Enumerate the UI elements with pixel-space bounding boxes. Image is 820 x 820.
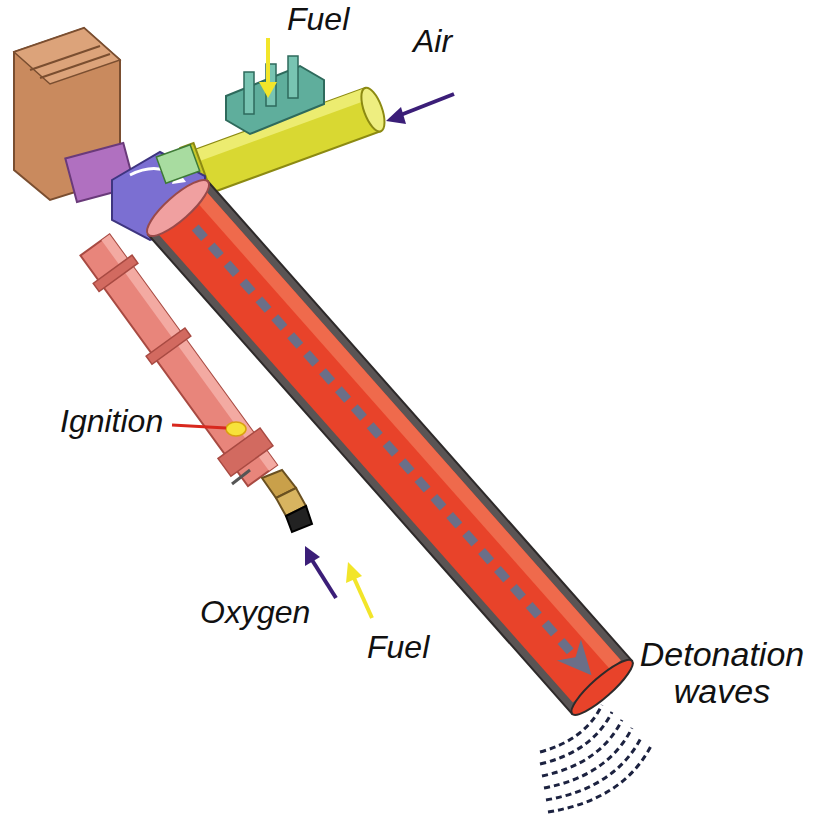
detonation-waves (540, 705, 652, 812)
motor (14, 28, 135, 202)
part-label: Detonation waves (628, 636, 816, 711)
fuel-injector (226, 56, 324, 134)
detonation-tube (140, 173, 639, 722)
part-label: Fuel (287, 2, 349, 37)
part-label: Ignition (60, 404, 163, 439)
ignition-spark (226, 422, 246, 436)
part-label: Air (413, 24, 452, 59)
leader-line (172, 425, 226, 428)
flow-arrows (259, 38, 454, 618)
part-label: Fuel (367, 630, 429, 665)
inlet-fitting (232, 470, 312, 532)
part-label: Oxygen (200, 595, 310, 630)
